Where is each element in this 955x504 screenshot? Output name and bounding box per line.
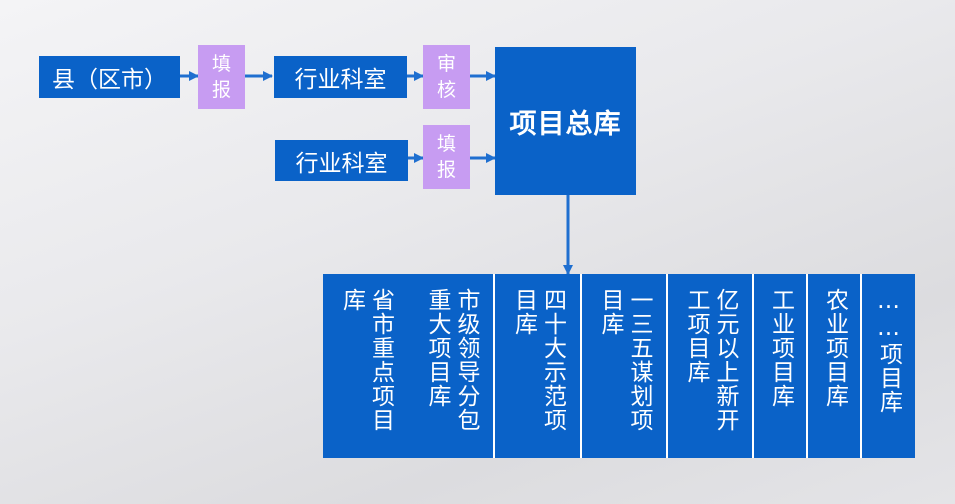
column-divider <box>752 274 754 458</box>
library-label: 一三五谋划项 目库 <box>597 288 652 432</box>
master-library-label: 项目总库 <box>509 108 622 140</box>
library-column-135-plan: 一三五谋划项 目库 <box>581 274 667 458</box>
audit-tag: 审 核 <box>423 45 470 109</box>
column-divider <box>580 274 582 458</box>
library-column-city-leader: 市级领导分包 重大项目库 <box>408 274 494 458</box>
county-label: 县（区市） <box>52 67 167 93</box>
column-divider <box>493 274 495 458</box>
library-label: 亿元以上新开 工项目库 <box>683 288 738 432</box>
dept-1-label: 行业科室 <box>294 67 387 93</box>
county-box: 县（区市） <box>39 56 180 98</box>
library-column-province-city-key: 省市重点项目 库 <box>323 274 408 458</box>
column-divider <box>860 274 862 458</box>
library-column-industrial: 工业项目库 <box>753 274 807 458</box>
library-column-forty-demo: 四十大示范项 目库 <box>494 274 581 458</box>
library-label: ……项目库 <box>875 288 902 414</box>
fill-tag-1-char-2: 报 <box>211 79 231 101</box>
library-label: 工业项目库 <box>767 288 794 408</box>
column-divider <box>806 274 808 458</box>
library-label: 四十大示范项 目库 <box>510 288 566 432</box>
fill-tag-2-char-1: 填 <box>436 133 456 155</box>
audit-tag-char-2: 核 <box>436 79 456 101</box>
dept-box-2: 行业科室 <box>275 140 408 181</box>
library-column-billion-new: 亿元以上新开 工项目库 <box>667 274 753 458</box>
library-column-other: ……项目库 <box>861 274 915 458</box>
library-label: 市级领导分包 重大项目库 <box>424 288 479 432</box>
fill-report-tag-1: 填 报 <box>198 45 245 109</box>
library-label: 省市重点项目 库 <box>338 288 394 432</box>
master-project-library-box: 项目总库 <box>495 47 636 195</box>
audit-tag-char-1: 审 <box>436 53 456 75</box>
dept-2-label: 行业科室 <box>295 150 388 177</box>
library-label: 农业项目库 <box>821 288 848 408</box>
fill-tag-1-char-1: 填 <box>211 53 231 75</box>
column-divider <box>666 274 668 458</box>
fill-tag-2-char-2: 报 <box>436 159 456 181</box>
fill-report-tag-2: 填 报 <box>423 125 470 189</box>
library-column-agricultural: 农业项目库 <box>807 274 861 458</box>
dept-box-1: 行业科室 <box>274 56 407 98</box>
